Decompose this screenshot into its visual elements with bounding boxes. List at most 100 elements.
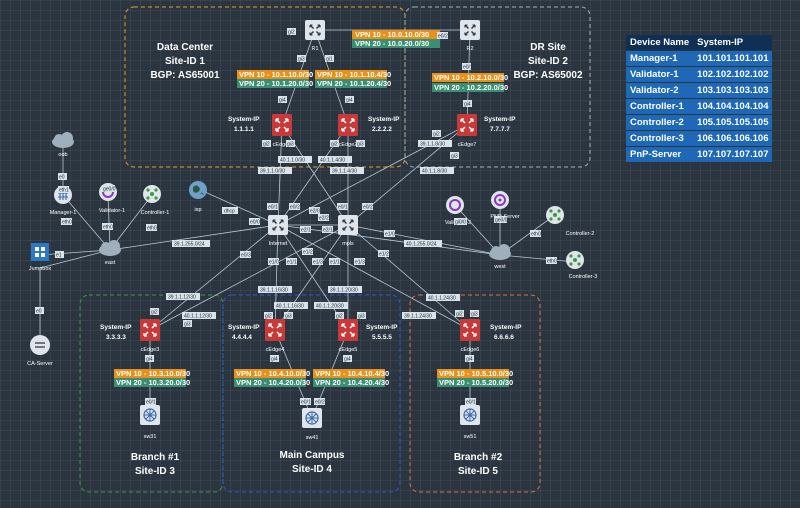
vpn20-label: VPN 20 - 10.4.20.4/30 (315, 378, 389, 387)
cedge3-router-icon[interactable] (139, 318, 161, 342)
iface-label: eth0 (547, 259, 557, 265)
iface-label: gi4 (466, 357, 473, 363)
b2-site-id: Site-ID 5 (458, 466, 498, 477)
iface-label: gi3 (357, 142, 364, 148)
vpn10-label: VPN 10 - 10.2.10.0/30 (434, 73, 508, 82)
iface-label: e0/3 (241, 253, 251, 259)
pnp-icon[interactable] (491, 191, 509, 209)
validator-icon[interactable] (446, 196, 464, 214)
site-border-branch2 (409, 294, 541, 493)
iface-label: e0/1 (338, 205, 348, 211)
iface-label: e0/1 (301, 400, 311, 406)
iface-label: gi2 (433, 132, 440, 138)
globe-icon[interactable] (189, 181, 207, 199)
iface-label: gi0/0 (455, 220, 466, 226)
iface-label: e2/0 (310, 209, 320, 215)
iface-label: eth0 (531, 232, 541, 238)
vpn10-label: VPN 10 - 10.4.10.0/30 (236, 369, 310, 378)
sw41-switch-icon[interactable] (301, 407, 323, 429)
vpn10-label: VPN 10 - 10.4.10.4/30 (315, 369, 389, 378)
vpn20-label: VPN 20 - 10.4.20.0/30 (236, 378, 310, 387)
ca-server-icon[interactable] (30, 335, 50, 355)
cedge2-router-icon[interactable] (337, 113, 359, 137)
vpn20-label: VPN 20 - 10.3.20.0/30 (116, 378, 190, 387)
device-name-cell: Controller-2 (626, 114, 694, 131)
sw41-label: sw41 (306, 435, 319, 441)
iface-label: gi3 (358, 314, 365, 320)
sysip-cedge1: 1.1.1.1 (234, 126, 254, 133)
cedge4-label: cEdge4 (266, 347, 285, 353)
vpn10-label: VPN 10 - 10.1.10.4/30 (317, 70, 391, 79)
r2-router-icon[interactable] (459, 19, 481, 41)
windows-icon[interactable] (31, 243, 49, 261)
internet-router-icon[interactable] (267, 214, 289, 236)
device-name-cell: Manager-1 (626, 50, 694, 67)
controller-icon[interactable] (566, 251, 584, 269)
subnet-label: 39.1.1.8/30 (420, 142, 445, 148)
interface-labels: gi2 e0/2 gi3 gi1 e0/1 gi4 gi4 gi4 gi2 gi… (35, 28, 557, 406)
iface-label: e0/2 (290, 205, 300, 211)
cedge7-router-icon[interactable] (456, 113, 478, 137)
iface-label: gi3 (451, 154, 458, 160)
site-border-dr (404, 6, 591, 168)
iface-label: gi4 (464, 102, 471, 108)
vpn20-label: VPN 20 - 10.5.20.0/30 (439, 378, 513, 387)
cedge2-label: cEdge2 (339, 142, 358, 148)
cedge7-label: cEdge7 (458, 142, 477, 148)
sw31-switch-icon[interactable] (139, 404, 161, 426)
cedge1-router-icon[interactable] (271, 113, 293, 137)
iface-label: e1/2 (379, 252, 389, 258)
vpn-labels: VPN 10 - 10.0.10.0/30 VPN 20 - 10.0.20.0… (114, 30, 513, 387)
iface-label: e0/2 (438, 34, 448, 40)
sysip-title: System-IP (228, 116, 260, 123)
iface-label: ge0/0 (103, 187, 116, 193)
controller-icon[interactable] (143, 185, 161, 203)
cedge5-router-icon[interactable] (337, 318, 359, 342)
dhcp-label: dhcp (224, 209, 235, 215)
iface-label: e1/1 (330, 260, 340, 266)
vpn10-label: VPN 10 - 10.1.10.0/30 (239, 70, 313, 79)
system-ip-header: System-IP (693, 35, 773, 51)
iface-label: e0/1 (268, 205, 278, 211)
sysip-title: System-IP (228, 324, 260, 331)
iface-label: gi4 (146, 357, 153, 363)
sysip-cedge7: 7.7.7.7 (490, 126, 510, 133)
mc-site-id: Site-ID 4 (292, 464, 332, 475)
subnet-label: 40.1.1.12/30 (184, 314, 212, 320)
cedge1-label: cEdge1 (273, 142, 292, 148)
iface-label: e1/3 (313, 260, 323, 266)
iface-label: gi4 (271, 357, 278, 363)
system-ip-cell: 107.107.107.107 (693, 146, 773, 163)
mpls-router-icon[interactable] (337, 214, 359, 236)
ca-label: CA-Server (27, 361, 53, 367)
cedge6-label: cEdge6 (461, 347, 480, 353)
iface-label: e0 (36, 309, 42, 315)
iface-label: gi4 (279, 98, 286, 104)
device-name-cell: Controller-3 (626, 130, 694, 147)
cedge6-router-icon[interactable] (459, 318, 481, 342)
iface-label: e1/0 (385, 232, 395, 238)
iface-label: e0/2 (363, 205, 373, 211)
r1-router-icon[interactable] (304, 19, 326, 41)
iface-label: gi2 (456, 312, 463, 318)
controller-icon[interactable] (546, 206, 564, 224)
sw51-switch-icon[interactable] (459, 404, 481, 426)
subnet-label: 40.1.1.0/30 (280, 158, 305, 164)
cedge4-router-icon[interactable] (264, 318, 286, 342)
vpn10-label: VPN 10 - 10.3.10.0/30 (116, 369, 190, 378)
sysip-cedge3: 3.3.3.3 (106, 334, 126, 341)
iface-label: eth0 (103, 225, 113, 231)
sysip-cedge5: 5.5.5.5 (372, 334, 392, 341)
sysip-title: System-IP (368, 116, 400, 123)
cedge5-label: cEdge5 (339, 347, 358, 353)
subnet-label: 40.1.1.24/30 (428, 296, 456, 302)
jumpbox-label: Jumpbox (29, 266, 52, 272)
manager1-label: Manager-1 (50, 210, 77, 216)
validator1-label: Validator-1 (99, 208, 125, 214)
subnet-label: 40.1.1.8/30 (422, 169, 447, 175)
iface-label: e0/1 (146, 400, 156, 406)
sw51-label: sw51 (464, 434, 477, 440)
